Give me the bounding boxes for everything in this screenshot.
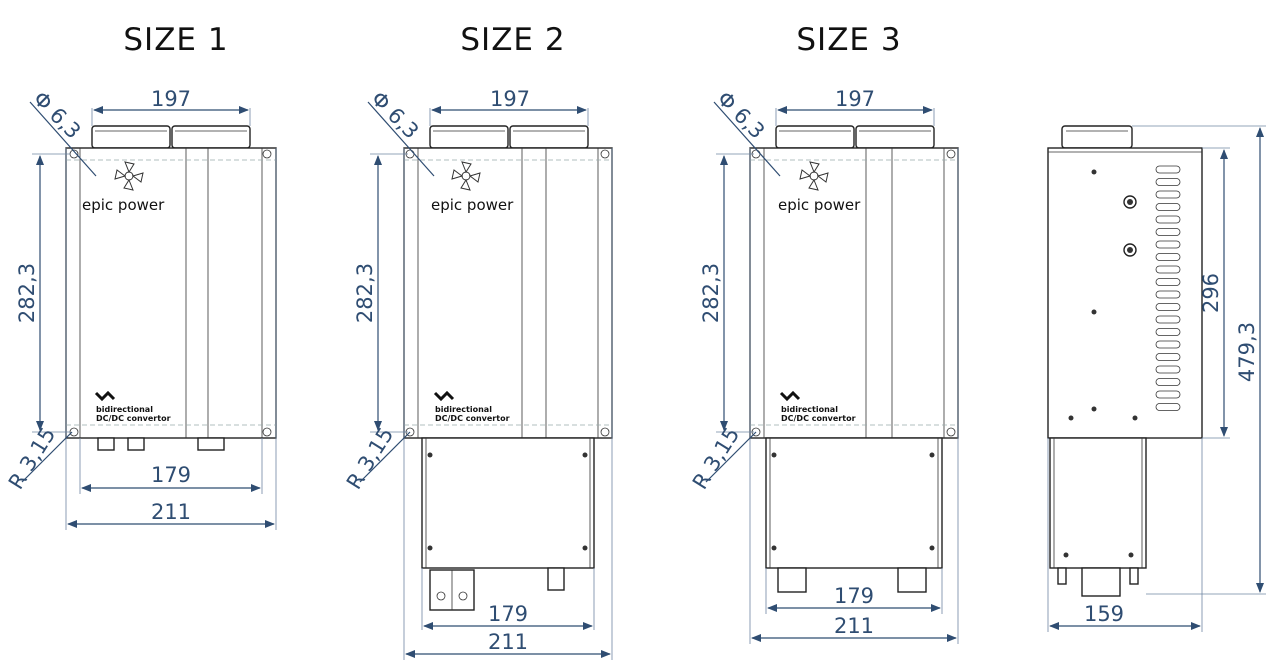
vent-slot <box>1155 365 1181 374</box>
size-3-front-view: epic power bidirectional DC/DC convertor <box>749 125 959 593</box>
stud <box>1057 567 1067 585</box>
vent-slot <box>1155 178 1181 186</box>
vent-slot <box>1155 265 1181 274</box>
va-logo-icon <box>433 390 455 402</box>
vent-slot <box>1155 240 1181 249</box>
fan-housing-right <box>855 125 935 149</box>
va-logo-icon <box>779 390 801 402</box>
extension-box <box>421 437 595 569</box>
dim-top-width: 197 <box>490 87 530 111</box>
product-label-2: DC/DC convertor <box>96 414 171 423</box>
extension-box <box>765 437 943 569</box>
vent-slot <box>1155 390 1181 399</box>
product-label-2: DC/DC convertor <box>781 414 856 423</box>
title-size-3: SIZE 3 <box>796 22 901 58</box>
dim-corner-radius: R 3,15 <box>342 423 398 493</box>
dim-inner-width: 179 <box>834 584 874 608</box>
fan-logo-icon <box>799 161 829 191</box>
side-view-dimensions: 296 479,3 159 <box>1047 125 1266 632</box>
vent-slot <box>1155 203 1181 211</box>
vent-slot <box>1155 403 1181 411</box>
dim-top-width: 197 <box>151 87 191 111</box>
vent-slot <box>1155 253 1181 261</box>
vent-slot <box>1155 215 1181 224</box>
dim-side-height-inner: 296 <box>1199 273 1223 313</box>
dim-hole-dia: Φ 6,3 <box>712 87 769 144</box>
dim-corner-radius: R 3,15 <box>4 423 60 493</box>
dim-outer-width: 211 <box>488 630 528 654</box>
vent-slot <box>1155 315 1181 324</box>
dim-side-depth: 159 <box>1084 602 1124 626</box>
product-label-2: DC/DC convertor <box>435 414 510 423</box>
dim-hole-dia: Φ 6,3 <box>366 87 423 144</box>
fan-housing-left <box>429 125 509 149</box>
side-view <box>1047 125 1203 597</box>
vent-slot <box>1155 353 1181 361</box>
vent-slot <box>1155 290 1181 299</box>
size-2-front-view: epic power bidirectional DC/DC convertor <box>403 125 613 611</box>
brand-name: epic power <box>82 196 165 214</box>
terminal-block <box>1081 567 1121 597</box>
vent-slot <box>1155 190 1181 199</box>
fan-housing-right <box>509 125 589 149</box>
vent-slot <box>1155 328 1181 336</box>
fan-housing-left <box>91 125 171 149</box>
side-extension <box>1049 437 1147 569</box>
fan-housing-left <box>775 125 855 149</box>
product-label-1: bidirectional <box>781 405 838 414</box>
dim-top-width: 197 <box>835 87 875 111</box>
fan-housing <box>1061 125 1133 149</box>
cable-gland <box>97 437 115 451</box>
brand-name: epic power <box>431 196 514 214</box>
product-label-1: bidirectional <box>435 405 492 414</box>
vent-slot <box>1155 340 1181 349</box>
cable-gland <box>127 437 145 451</box>
product-label-1: bidirectional <box>96 405 153 414</box>
fan-logo-icon <box>451 161 481 191</box>
cable-gland <box>777 567 807 593</box>
vent-slot <box>1155 378 1181 386</box>
size-1-front-view: epic power bidirectional DC/DC convertor <box>65 125 277 451</box>
fan-logo-icon <box>114 161 144 191</box>
cable-gland <box>897 567 927 593</box>
terminal-block <box>197 437 225 451</box>
vent-slot <box>1155 228 1181 236</box>
va-logo-icon <box>94 390 116 402</box>
vent-slots <box>1155 165 1181 411</box>
dim-height-front: 282,3 <box>353 263 377 323</box>
title-size-2: SIZE 2 <box>460 22 565 58</box>
dim-inner-width: 179 <box>488 602 528 626</box>
enclosure-body <box>403 147 613 439</box>
dim-corner-radius: R 3,15 <box>688 423 744 493</box>
title-size-1: SIZE 1 <box>123 22 228 58</box>
dim-height-front: 282,3 <box>699 263 723 323</box>
stud <box>1129 567 1139 585</box>
brand-name: epic power <box>778 196 861 214</box>
dim-outer-width: 211 <box>834 614 874 638</box>
dim-outer-width: 211 <box>151 500 191 524</box>
dim-inner-width: 179 <box>151 463 191 487</box>
dim-hole-dia: Φ 6,3 <box>28 87 85 144</box>
cable-gland <box>547 567 565 591</box>
vent-slot <box>1155 165 1181 174</box>
dim-height-front: 282,3 <box>15 263 39 323</box>
vent-slot <box>1155 303 1181 311</box>
fan-housing-right <box>171 125 251 149</box>
dim-side-height-total: 479,3 <box>1235 322 1259 382</box>
vent-slot <box>1155 278 1181 286</box>
